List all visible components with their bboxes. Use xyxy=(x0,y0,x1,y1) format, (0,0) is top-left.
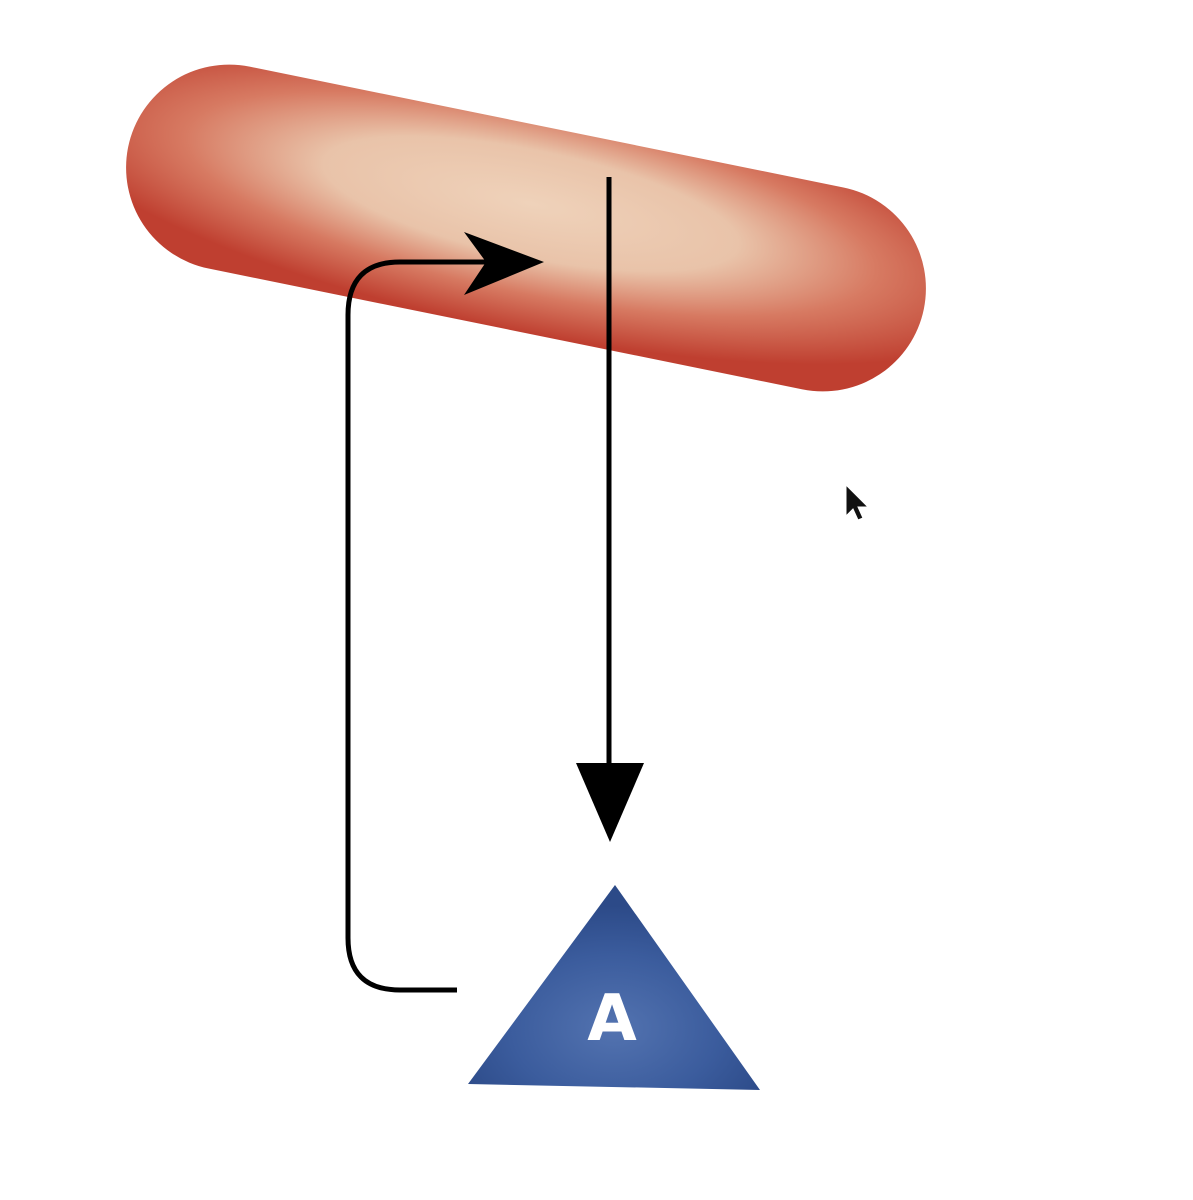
capsule-node xyxy=(126,64,926,392)
triangle-node: A xyxy=(468,885,760,1090)
mouse-pointer-icon xyxy=(845,483,870,521)
arrow-a-to-capsule xyxy=(345,232,544,993)
arrow-capsule-to-a xyxy=(576,177,644,842)
triangle-label: A xyxy=(587,982,637,1056)
